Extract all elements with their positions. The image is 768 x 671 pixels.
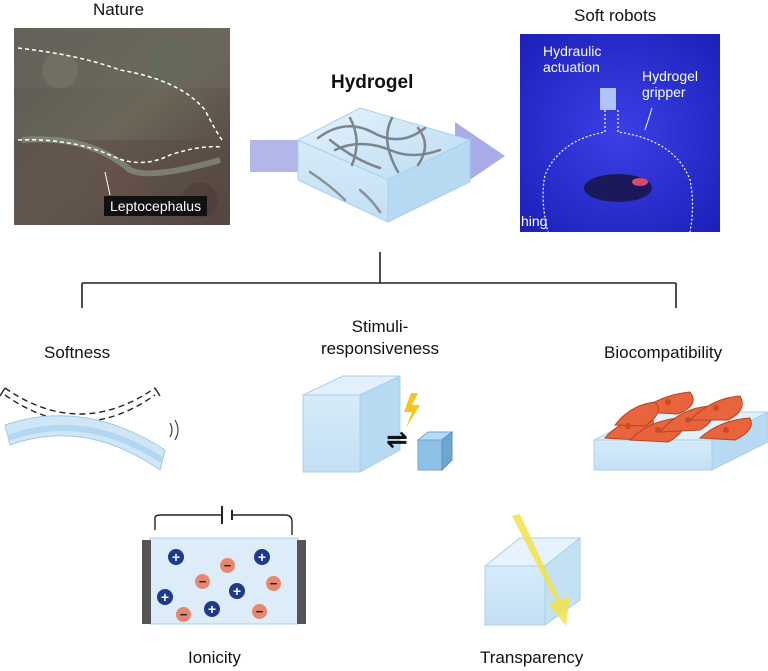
anion: − (220, 558, 235, 573)
light-beam (512, 514, 570, 626)
nature-label: Nature (93, 0, 145, 19)
anion: − (266, 576, 281, 591)
cation: + (168, 549, 184, 565)
hydrogel-gripper-label: Hydrogel gripper (642, 68, 699, 100)
anion: − (176, 607, 191, 622)
hydraulic-actuation-label: Hydraulic actuation (543, 43, 602, 75)
equilibrium-icon: ⇌ (386, 424, 408, 454)
cation: + (204, 601, 220, 617)
battery-icon (221, 506, 233, 524)
soft-robots-label: Soft robots (574, 6, 657, 25)
eel-outline-bottom (17, 139, 223, 164)
hydrogel-label: Hydrogel (331, 72, 414, 93)
cut-off-text: hing (521, 213, 548, 229)
stimuli-responsiveness-label: Stimuli-responsiveness (320, 317, 440, 358)
transparency-illustration (483, 514, 582, 626)
polymer-network (308, 116, 442, 214)
transparency-label: Transparency (480, 648, 584, 667)
stimuli-illustration (302, 375, 454, 473)
biocompatibility-label: Biocompatibility (604, 343, 723, 362)
softness-illustration (0, 387, 179, 471)
softness-label: Softness (44, 343, 111, 362)
cells (603, 391, 752, 443)
anion: − (252, 604, 267, 619)
tree-connector (81, 252, 677, 308)
cation: + (157, 589, 173, 605)
biocompatibility-illustration (593, 391, 768, 471)
hydrogel-block (296, 107, 472, 223)
anion: − (195, 574, 210, 589)
cation: + (254, 549, 270, 565)
vibration-icon (169, 419, 179, 441)
cation: + (229, 583, 245, 599)
robot-photo (520, 34, 720, 233)
lightning-icon (404, 393, 420, 428)
eel-outline-top (17, 47, 223, 141)
ionicity-label: Ionicity (188, 648, 241, 667)
leptocephalus-caption: Leptocephalus (104, 196, 208, 216)
